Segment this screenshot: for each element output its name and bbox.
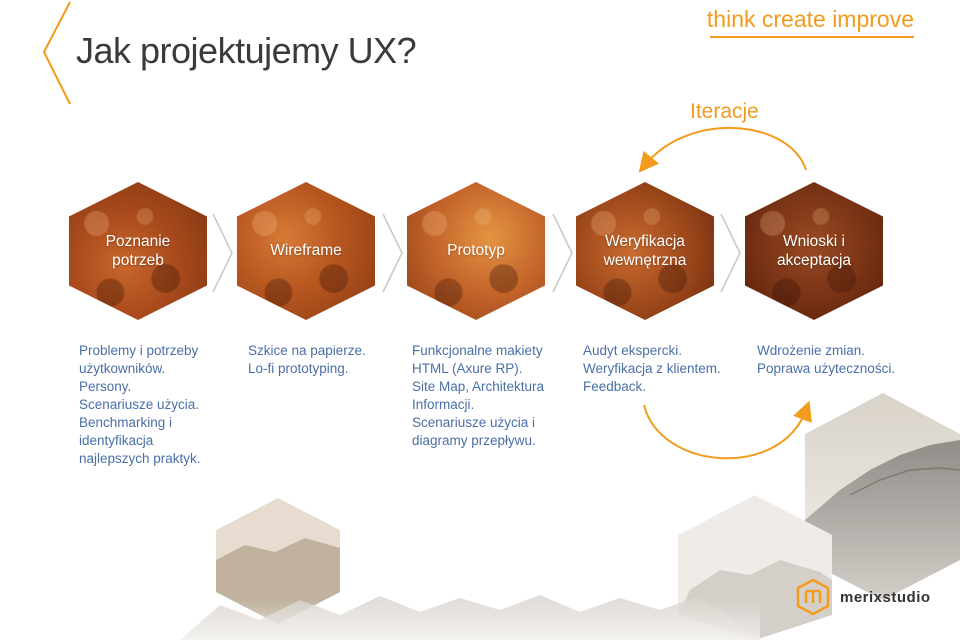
- merixstudio-logo[interactable]: merixstudio: [796, 578, 931, 616]
- logo-text: merixstudio: [840, 589, 931, 606]
- merixstudio-hexagon-logo-icon: [796, 578, 830, 616]
